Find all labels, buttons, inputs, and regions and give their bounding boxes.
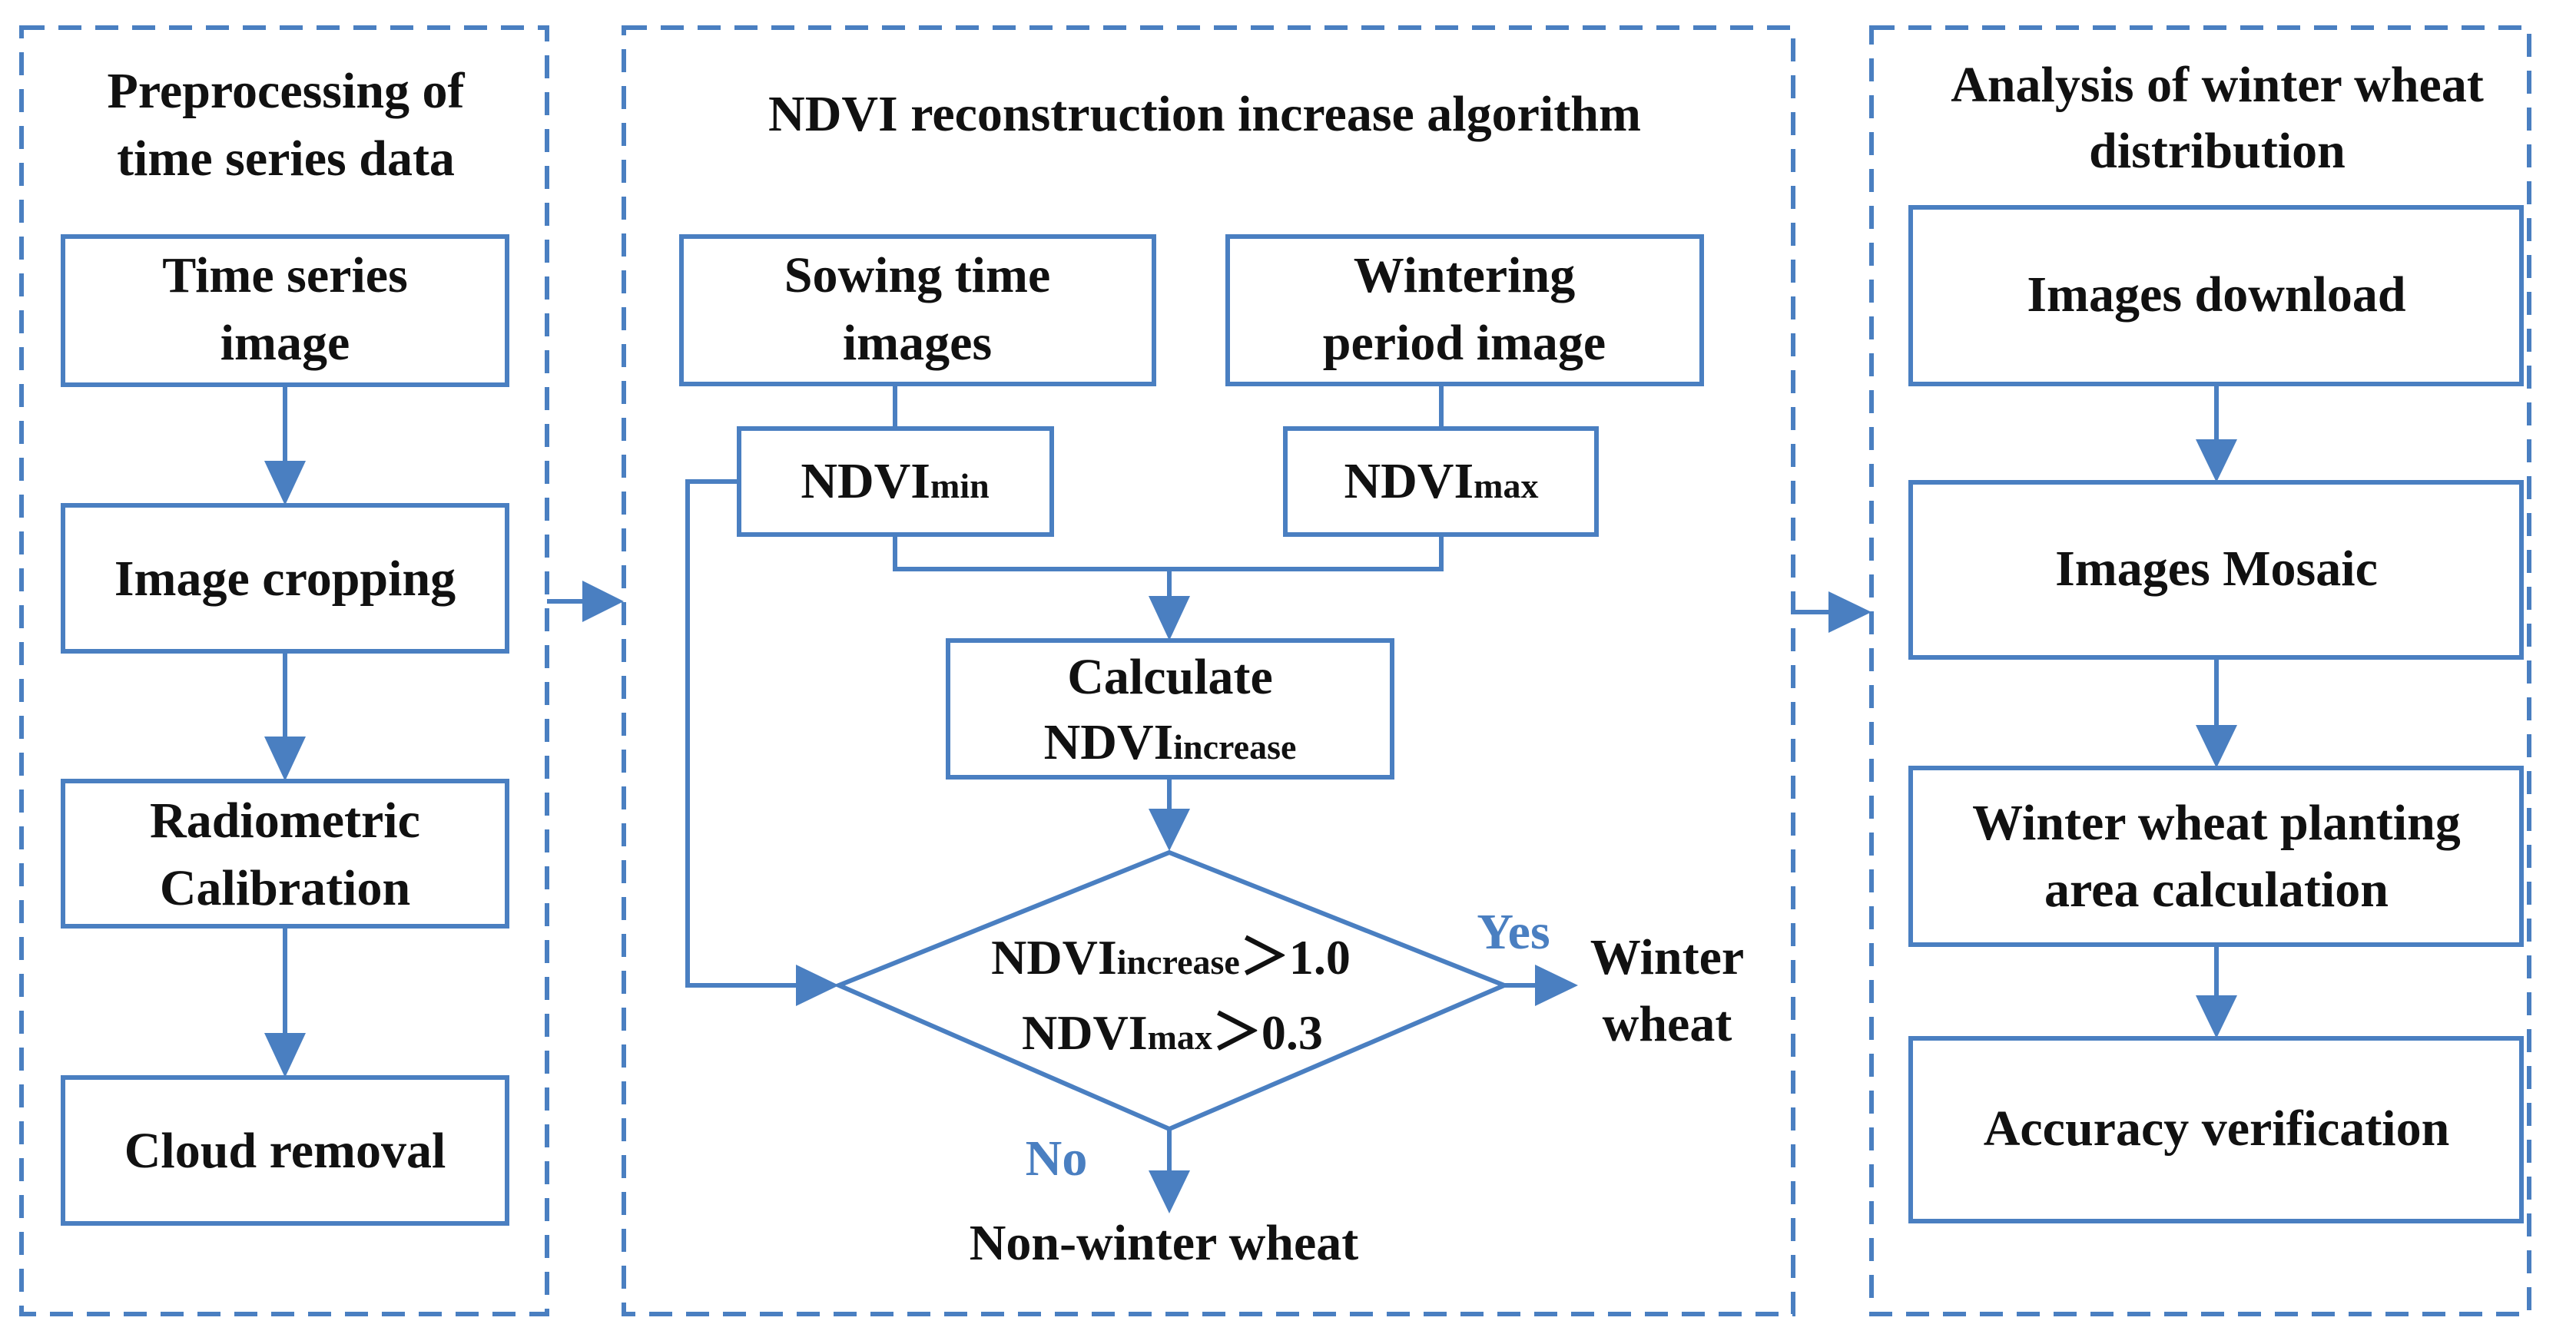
box-time-series-image xyxy=(61,234,509,387)
arrow-right-1 xyxy=(2196,384,2237,482)
box-wintering-period-image xyxy=(1225,234,1704,386)
box-images-download-label: Images download xyxy=(2027,266,2405,323)
calculate-line2: NDVIincrease xyxy=(1044,714,1297,770)
arrowhead-ndvimin-to-decision xyxy=(796,965,839,1006)
right-title-line2: distribution xyxy=(2089,123,2346,179)
label-yes: Yes xyxy=(1477,904,1550,960)
box-cloud-removal-label: Cloud removal xyxy=(124,1123,446,1179)
box-image-cropping-label: Image cropping xyxy=(114,551,456,607)
box-images-mosaic-label: Images Mosaic xyxy=(2055,541,2378,597)
middle-title: NDVI reconstruction increase algorithm xyxy=(768,86,1641,142)
left-title-line1: Preprocessing of xyxy=(108,63,466,119)
condition-1: NDVIincrease＞1.0 xyxy=(991,930,1351,985)
box-accuracy-verification-label: Accuracy verification xyxy=(1984,1101,2450,1157)
arrow-right-3 xyxy=(2196,945,2237,1038)
box-radiometric-calibration-line1: Radiometric xyxy=(150,793,420,849)
box-cloud-removal xyxy=(61,1075,509,1226)
arrow-left-1 xyxy=(264,385,306,505)
box-time-series-image-line2: image xyxy=(220,315,350,371)
panel-preprocessing xyxy=(19,25,549,1316)
result-winter-wheat-line2: wheat xyxy=(1603,996,1732,1052)
box-ndvi-min xyxy=(737,426,1054,537)
connector-merge xyxy=(893,535,1444,571)
calculate-line1: Calculate xyxy=(1067,649,1273,705)
right-title-line1: Analysis of winter wheat xyxy=(1951,57,2484,113)
ndvi-min-label: NDVImin xyxy=(801,453,989,509)
panel-ndvi-algorithm xyxy=(622,25,1795,1316)
box-ndvi-max xyxy=(1283,426,1599,537)
arrow-left-3 xyxy=(264,926,306,1078)
arrow-to-calculate xyxy=(1149,569,1190,641)
box-images-download xyxy=(1908,205,2524,386)
arrow-right-2 xyxy=(2196,657,2237,768)
left-title-line2: time series data xyxy=(117,131,455,187)
decision-diamond xyxy=(833,849,1510,1132)
result-non-winter-wheat: Non-winter wheat xyxy=(970,1215,1359,1271)
box-radiometric-calibration xyxy=(61,779,509,929)
box-images-mosaic xyxy=(1908,480,2524,660)
box-accuracy-verification xyxy=(1908,1036,2524,1223)
arrow-middle-to-right xyxy=(1793,591,1871,633)
box-sowing-line1: Sowing time xyxy=(784,247,1051,303)
condition-2: NDVImax＞0.3 xyxy=(1022,1005,1323,1060)
arrow-left-2 xyxy=(264,651,306,781)
box-wintering-line2: period image xyxy=(1323,315,1606,371)
result-winter-wheat-line1: Winter xyxy=(1590,929,1744,985)
box-radiometric-calibration-line2: Calibration xyxy=(160,860,410,916)
box-planting-area-calculation xyxy=(1908,766,2524,947)
box-planting-line2: area calculation xyxy=(2044,862,2389,918)
arrow-no xyxy=(1149,1129,1190,1213)
box-wintering-line1: Wintering xyxy=(1354,247,1575,303)
box-planting-line1: Winter wheat planting xyxy=(1972,795,2461,851)
label-no: No xyxy=(1026,1130,1088,1187)
ndvi-max-label: NDVImax xyxy=(1344,453,1538,509)
panel-analysis xyxy=(1869,25,2531,1316)
arrow-to-decision xyxy=(1149,777,1190,851)
box-time-series-image-line1: Time series xyxy=(162,247,408,303)
box-sowing-line2: images xyxy=(843,315,992,371)
connector-ndvimin-to-decision xyxy=(685,479,799,988)
box-sowing-time-images xyxy=(679,234,1156,386)
arrow-left-to-middle xyxy=(547,581,624,622)
arrow-yes xyxy=(1504,965,1578,1006)
